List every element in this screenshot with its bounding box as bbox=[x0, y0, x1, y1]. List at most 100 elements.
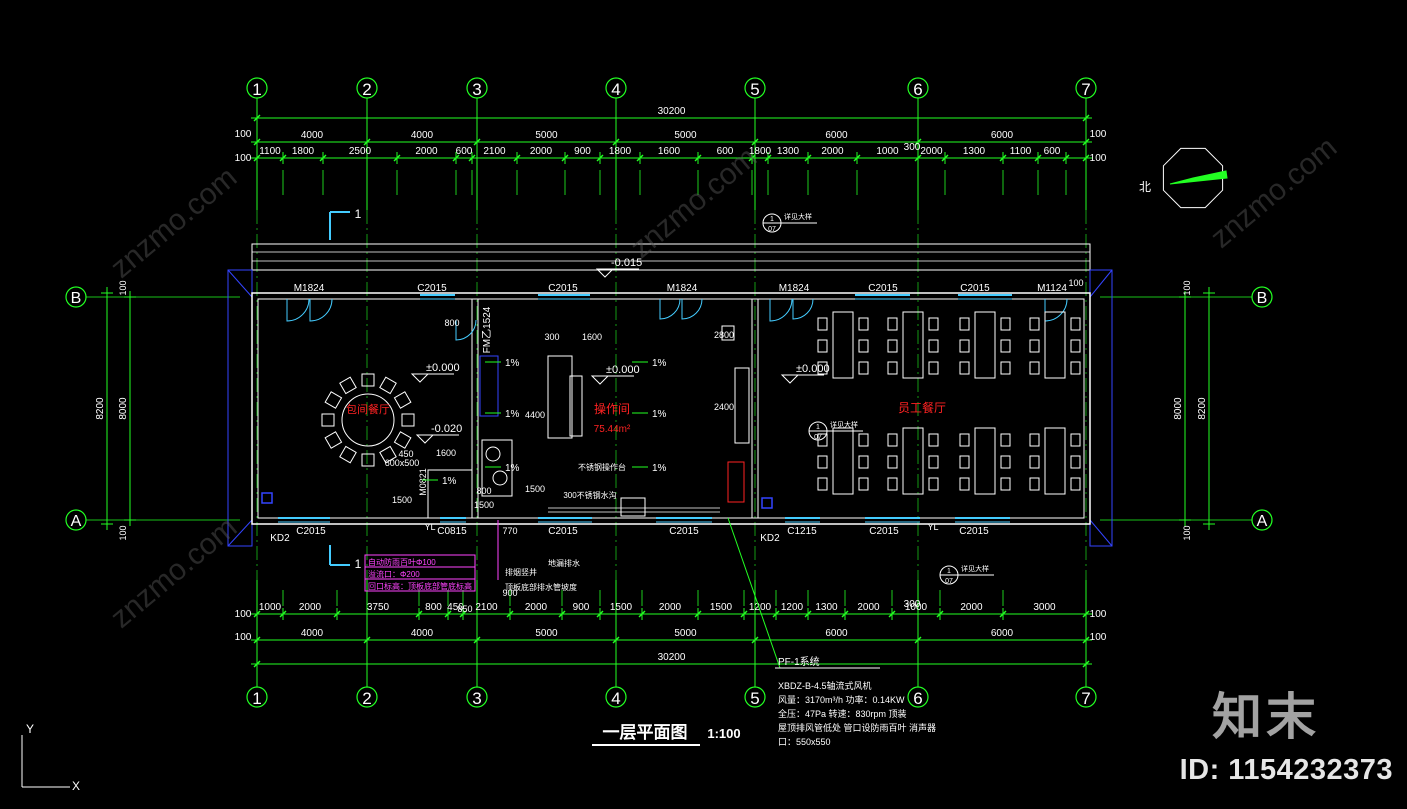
level-mark-symbol bbox=[590, 375, 610, 385]
dining-top-table bbox=[832, 311, 854, 379]
dim-detail-top-text: 600 bbox=[456, 146, 473, 157]
dim-bays-bottom-slash bbox=[1082, 636, 1090, 644]
north-arrow-needle bbox=[1192, 170, 1228, 179]
window-label-bottom: C2015 bbox=[669, 526, 699, 537]
dim-bays-bottom-slash bbox=[612, 636, 620, 644]
axis-number-top: 6 bbox=[913, 80, 922, 99]
section-number: 1 bbox=[355, 207, 362, 221]
level-mark: ±0.000 bbox=[606, 364, 640, 376]
round-chair bbox=[324, 431, 343, 449]
dim-detail-bottom-slash bbox=[999, 610, 1007, 618]
ucs-x-label: X bbox=[72, 779, 80, 793]
dining-bottom-chair bbox=[817, 477, 828, 491]
canopy-diag-br bbox=[1089, 519, 1113, 547]
section-number-b: 1 bbox=[355, 557, 362, 571]
dining-top-chair bbox=[928, 339, 939, 353]
dim-detail-top-text: 1800 bbox=[292, 146, 315, 157]
dim-detail-top-slash bbox=[636, 154, 644, 162]
dining-top-chair bbox=[959, 317, 970, 331]
dim-bays-bottom-text: 6000 bbox=[991, 628, 1014, 639]
slope-mark: 1% bbox=[652, 463, 667, 474]
interior-dim: 1500 bbox=[474, 500, 494, 510]
level-mark-symbol bbox=[410, 373, 430, 383]
kitchen-shelf bbox=[479, 355, 499, 417]
dim-bays-bottom-text: 6000 bbox=[825, 628, 848, 639]
door-label: M1824 bbox=[667, 283, 698, 294]
dim-bays-bottom-slash bbox=[751, 636, 759, 644]
dim-detail-bottom-slash bbox=[596, 610, 604, 618]
dim-detail-top-slash bbox=[393, 154, 401, 162]
dim-edge-right: 100 bbox=[1090, 129, 1107, 140]
round-chair bbox=[401, 413, 415, 427]
dim-detail-top-text: 2000 bbox=[415, 146, 438, 157]
interior-dim: 1600 bbox=[582, 332, 602, 342]
kitchen-counter bbox=[547, 355, 573, 439]
dining-bottom-chair bbox=[959, 477, 970, 491]
dining-top-chair bbox=[858, 317, 869, 331]
dim-detail-top-slash bbox=[253, 154, 261, 162]
index-callout-mid-note: 详见大样 bbox=[830, 420, 858, 429]
axis-letter-left: B bbox=[71, 290, 82, 307]
dim-bays-top-slash bbox=[751, 138, 759, 146]
dining-bottom-chair bbox=[858, 433, 869, 447]
dim-detail-bottom-slash bbox=[415, 610, 423, 618]
dining-top-chair bbox=[817, 339, 828, 353]
round-chair bbox=[324, 391, 343, 409]
watermark-znzmo-text: znzmo.com bbox=[625, 141, 764, 265]
dim-edge-left: 100 bbox=[235, 129, 252, 140]
dim-bays-bottom-text: 5000 bbox=[535, 628, 558, 639]
dining-bottom-chair bbox=[887, 477, 898, 491]
door-m1124 bbox=[1044, 298, 1068, 322]
dining-top-chair bbox=[1029, 317, 1040, 331]
level-mark-symbol bbox=[415, 434, 435, 444]
door-m1824-a bbox=[286, 298, 310, 322]
door-label: M0821 bbox=[418, 468, 428, 496]
dim-detail-top-slash bbox=[1082, 154, 1090, 162]
dining-bottom-chair bbox=[959, 433, 970, 447]
interior-dim: 1500 bbox=[392, 495, 412, 505]
dim-detail-bottom-text: 800 bbox=[425, 602, 442, 613]
znzmo-logo-watermark: 知末 bbox=[1212, 688, 1320, 746]
index-callout-top-num: 1 bbox=[770, 216, 774, 223]
axis-letter-right: B bbox=[1257, 290, 1268, 307]
door-fm1524 bbox=[455, 319, 477, 341]
interior-dim: 850 bbox=[457, 604, 472, 614]
dim-side-left-inner-text: 8000 bbox=[118, 397, 129, 420]
north-arrow-octagon bbox=[1162, 147, 1224, 209]
canopy-diag-b bbox=[227, 519, 253, 547]
dim-edge-right-b: 100 bbox=[1090, 609, 1107, 620]
round-chair bbox=[339, 445, 357, 464]
dim-bays-bottom-slash bbox=[473, 636, 481, 644]
dim-detail-top-slash bbox=[279, 154, 287, 162]
dining-bottom-chair bbox=[1070, 477, 1081, 491]
window-label-top: C2015 bbox=[548, 283, 578, 294]
fan-spec: 风量：3170m³/h 功率：0.14KW bbox=[778, 694, 905, 705]
canopy-left bbox=[227, 269, 253, 547]
door-label: M1124 bbox=[1037, 283, 1067, 294]
dim-detail-top-text: 600 bbox=[1044, 146, 1061, 157]
dining-bottom-table bbox=[974, 427, 996, 495]
dining-top-chair bbox=[1000, 317, 1011, 331]
room-name-kitchen: 操作间 bbox=[594, 401, 630, 416]
dim-detail-top-text: 1800 bbox=[609, 146, 632, 157]
round-chair bbox=[339, 376, 357, 395]
dining-top-chair bbox=[1000, 339, 1011, 353]
ucs-y-label: Y bbox=[26, 722, 34, 736]
axis-letter-right: A bbox=[1257, 513, 1268, 530]
interior-dim: 450 bbox=[398, 449, 413, 459]
axis-number-top: 4 bbox=[611, 80, 620, 99]
round-chair bbox=[393, 391, 412, 409]
index-callout-mid-sub: 07 bbox=[814, 434, 822, 441]
watermark-znzmo-text: znzmo.com bbox=[1205, 131, 1344, 255]
drawing-title: 一层平面图 bbox=[603, 723, 688, 742]
interior-dim: 770 bbox=[502, 526, 517, 536]
dim-detail-bottom-text: 2000 bbox=[525, 602, 548, 613]
dim-bays-top-text: 5000 bbox=[674, 130, 697, 141]
dim-edge-left-b: 100 bbox=[235, 609, 252, 620]
dim-bays-top-text: 4000 bbox=[301, 130, 324, 141]
dining-bottom-chair bbox=[1000, 433, 1011, 447]
dim-side-100: 100 bbox=[118, 280, 128, 295]
dim-detail-top-slash bbox=[694, 154, 702, 162]
electric-cabinet bbox=[727, 461, 745, 503]
